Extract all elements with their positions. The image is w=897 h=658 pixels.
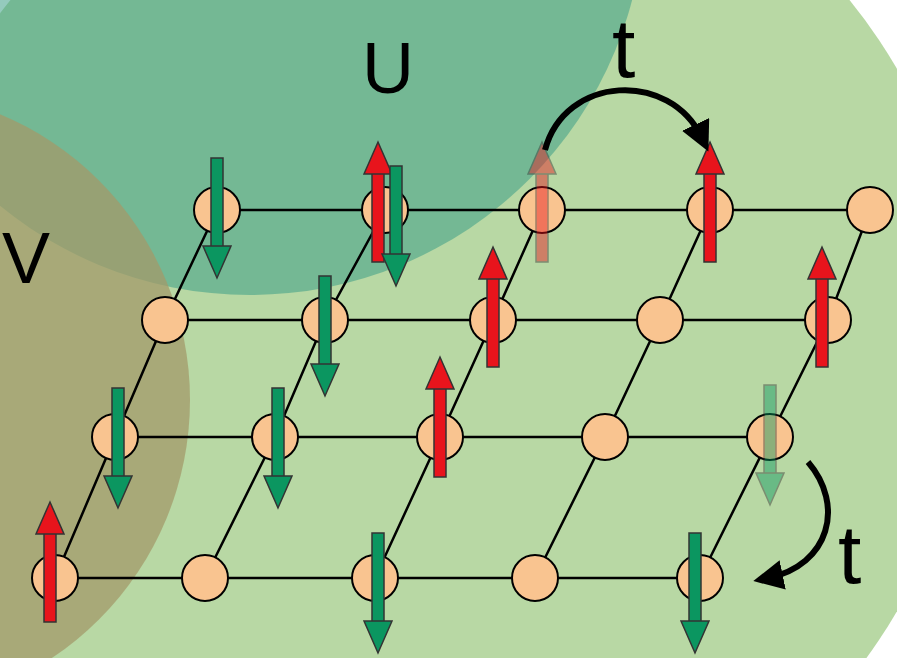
interaction-label: U: [362, 32, 414, 104]
lattice-bonds: [55, 210, 870, 578]
hopping-label: t: [838, 512, 861, 596]
hopping-label: t: [612, 6, 635, 90]
background-region: [0, 90, 190, 658]
interaction-label: V: [2, 222, 50, 294]
lattice-sites: [32, 187, 893, 601]
hopping-arrows: [545, 90, 828, 578]
spins: [36, 142, 836, 653]
